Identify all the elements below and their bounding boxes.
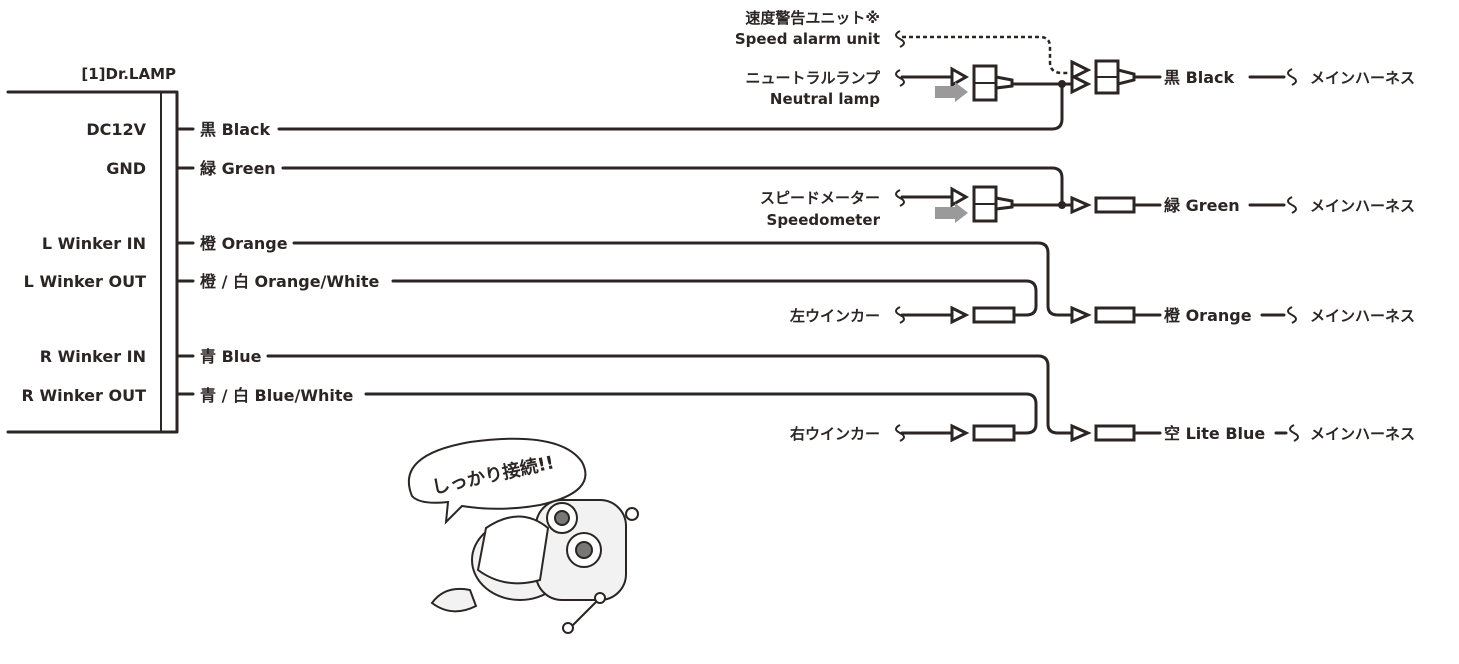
connector-icon [1094,424,1136,442]
wire-label: 橙 / 白 Orange/White [200,272,380,291]
wire-orange-white [391,279,1038,317]
pin-label: R Winker IN [40,347,146,366]
wire-end-squiggle [895,424,905,442]
neutral-label-jp: ニュートラルランプ [745,69,881,87]
connector-icon [972,306,1016,324]
speedo-label-en: Speedometer [767,211,881,229]
gray-arrow-icon [935,203,968,223]
wire-green [281,166,1064,207]
wire-label: 橙 Orange [200,234,288,253]
left-winker-label: 左ウインカー [789,307,880,325]
connector-arrow-icon [950,305,970,325]
pin-label: DC12V [86,120,146,139]
wire-blue [266,354,1074,435]
wire-end-squiggle [1289,424,1299,442]
harness-wire-label: 橙 Orange [1164,306,1252,325]
connector-tail-icon [994,196,1014,211]
harness-dest-label: メインハーネス [1310,197,1415,215]
speech-bubble [407,437,587,525]
gray-arrow-icon [935,82,968,102]
neutral-label-en: Neutral lamp [770,90,880,108]
wire-speed-alarm-dashed [902,35,1070,75]
connector-tail-icon [1116,68,1136,86]
wire-blue-white [364,392,1038,435]
connector-icon [1094,196,1136,214]
wire-label: 黒 Black [200,120,271,139]
connector-icon [1094,306,1136,324]
unit-box-outline [6,90,179,434]
wire-end-squiggle [895,306,905,324]
connector-arrow-icon [950,186,970,208]
terminal-stubs [176,127,195,396]
wire-end-squiggle [895,189,905,207]
harness-wire-label: 空 Lite Blue [1164,424,1265,443]
connector-tail-icon [994,75,1014,90]
mascot-illustration: しっかり接続!! [407,437,639,634]
harness-dest-label: メインハーネス [1310,425,1415,443]
pin-label: L Winker IN [42,234,146,253]
unit-label: [1]Dr.LAMP [81,65,176,83]
wire-label: 緑 Green [200,159,276,178]
wire-end-squiggle [895,69,905,87]
wire-label: 青 / 白 Blue/White [200,386,353,405]
wire-black [277,82,1064,131]
harness-wire-label: 緑 Green [1164,196,1240,215]
pin-label: L Winker OUT [24,272,146,291]
pin-label: R Winker OUT [22,386,147,405]
junction-dot [1058,201,1066,209]
harness-dest-label: メインハーネス [1310,307,1415,325]
wire-orange [292,241,1074,317]
harness-wire-label: 黒 Black [1164,68,1235,87]
robot-character [430,499,639,634]
speedo-label-jp: スピードメーター [760,189,880,207]
connector-arrow-icon [1070,59,1092,81]
wire-label: 青 Blue [200,347,262,366]
connector-arrow-icon [1070,305,1092,325]
connector-arrow-icon [1070,423,1092,443]
wire-end-squiggle [895,30,905,48]
harness-dest-label: メインハーネス [1310,69,1415,87]
connector-arrow-icon [950,423,970,443]
connector-arrow-icon [1070,195,1092,215]
speed-alarm-label-jp: 速度警告ユニット※ [745,9,880,27]
wire-end-squiggle [1287,196,1297,214]
pin-label: GND [106,159,146,178]
connector-icon [972,424,1016,442]
wire-end-squiggle [1287,68,1297,86]
speed-alarm-label-en: Speed alarm unit [735,30,880,48]
right-winker-label: 右ウインカー [790,425,880,443]
wire-end-squiggle [1287,306,1297,324]
connector-arrow-icon [1070,73,1092,95]
connector-arrow-icon [950,66,970,88]
